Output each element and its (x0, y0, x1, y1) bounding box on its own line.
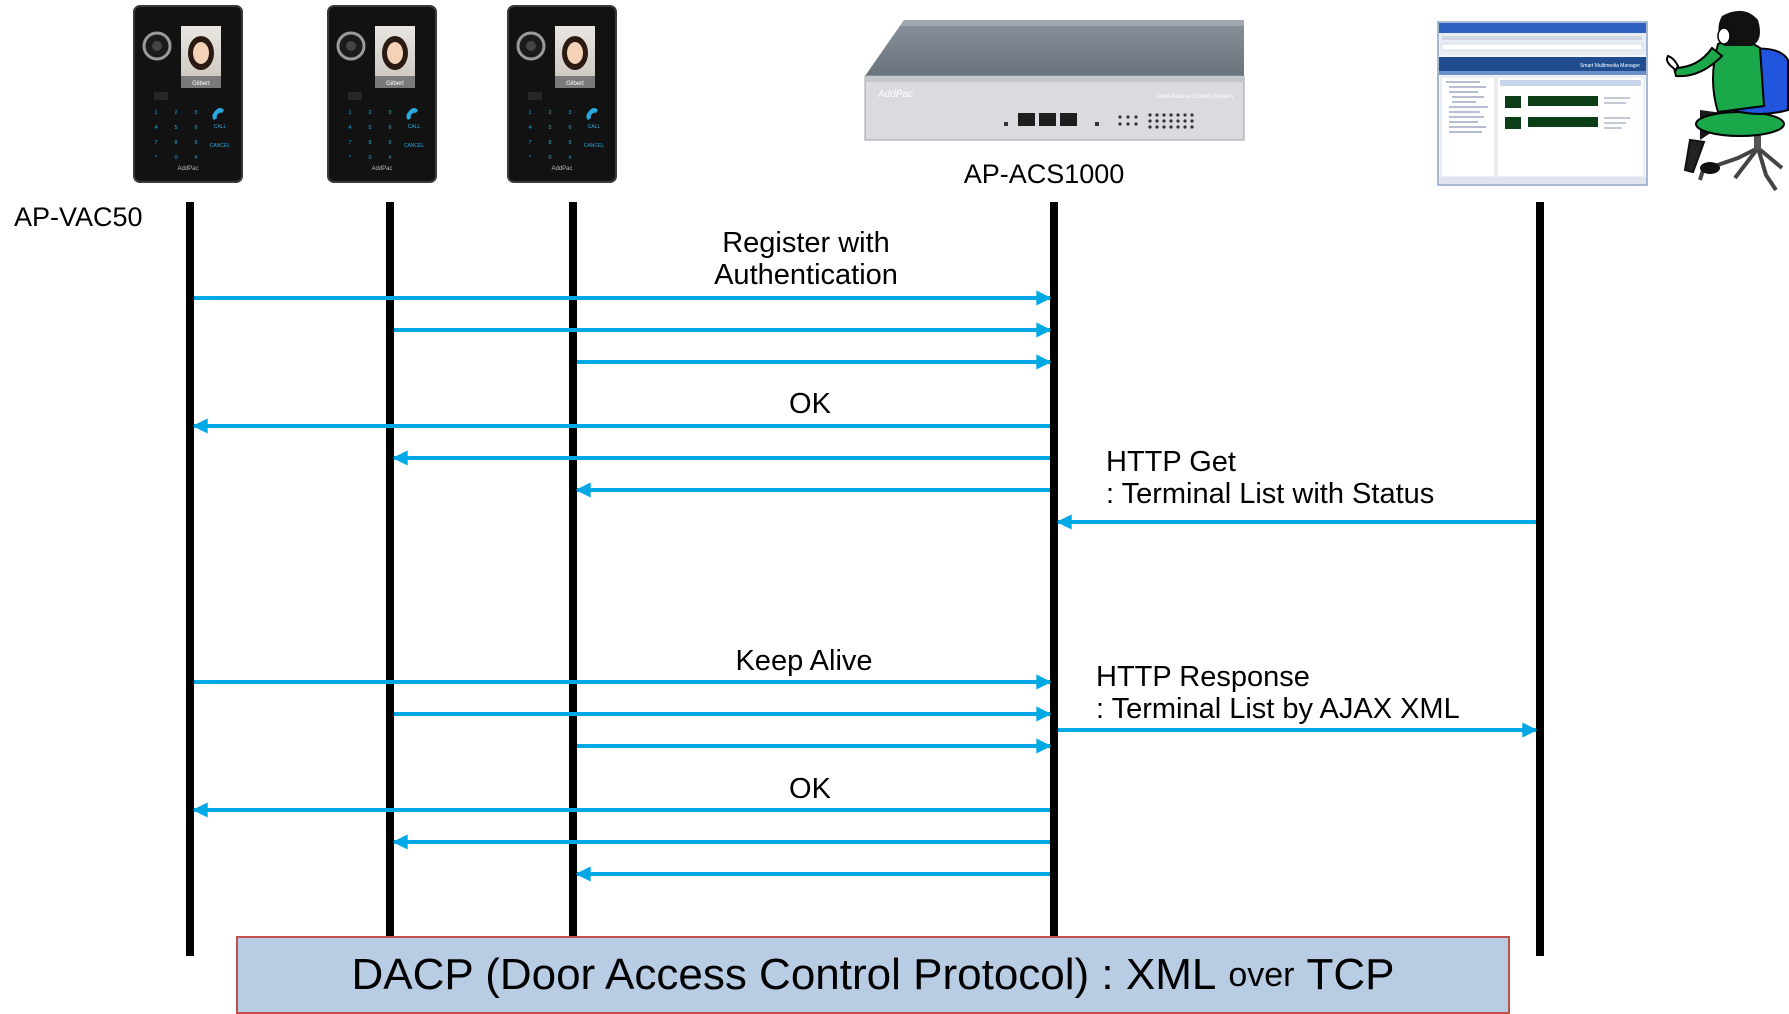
door-terminal-device-3: Gilbert 1 2 3 4 5 6 7 8 9 * 0 # CALL CAN… (507, 5, 617, 183)
operator-jacket (1712, 38, 1766, 114)
svg-text:*: * (529, 155, 532, 161)
banner-text-over: over (1228, 955, 1295, 994)
msg-register-line1: Register with (722, 227, 890, 259)
keypad: 1 2 3 4 5 6 7 8 9 * 0 # (154, 110, 198, 161)
controller-brand: AddPac (877, 89, 913, 100)
keypad: 1 2 3 4 5 6 7 8 9 * 0 # (348, 110, 392, 161)
svg-text:6: 6 (194, 125, 197, 131)
keypad: 1 2 3 4 5 6 7 8 9 * 0 # (528, 110, 572, 161)
svg-text:4: 4 (154, 125, 157, 131)
msg-http-resp-line1: HTTP Response (1096, 661, 1310, 693)
svg-text:2: 2 (368, 110, 371, 116)
msg-ok-2: OK (789, 773, 832, 805)
svg-text:0: 0 (548, 155, 551, 161)
call-label: CALL (588, 124, 601, 130)
terminal-tile-1 (1505, 96, 1521, 108)
ethernet-port-2 (1039, 113, 1056, 126)
window-titlebar (1439, 23, 1646, 33)
svg-text:3: 3 (568, 110, 571, 116)
cancel-label: CANCEL (404, 143, 425, 149)
call-label: CALL (408, 124, 421, 130)
msg-keep-alive: Keep Alive (735, 645, 872, 677)
svg-text:0: 0 (174, 155, 177, 161)
screen-name: Gilbert (386, 81, 404, 87)
controller-front (864, 75, 1245, 141)
phone-icon (406, 108, 418, 120)
brand-logo: AddPac (551, 166, 572, 172)
svg-text:*: * (349, 155, 352, 161)
banner-text-main: DACP (Door Access Control Protocol) : XM… (351, 950, 1217, 999)
door-terminal-device-2: Gilbert 1 2 3 4 5 6 7 8 9 * 0 # CALL CAN… (327, 5, 437, 183)
svg-text:0: 0 (368, 155, 371, 161)
screen-name: Gilbert (566, 81, 584, 87)
chair-seat (1695, 111, 1785, 137)
svg-text:5: 5 (368, 125, 371, 131)
svg-text:6: 6 (568, 125, 571, 131)
status-led-panel (1118, 113, 1194, 129)
msg-http-get-line1: HTTP Get (1106, 446, 1236, 478)
brand-logo: AddPac (177, 166, 198, 172)
svg-text:#: # (568, 155, 572, 161)
management-monitor-screenshot: Smart Multimedia Manager (1437, 21, 1648, 186)
status-bar-2 (1528, 117, 1598, 127)
status-bar-1 (1528, 96, 1598, 106)
svg-text:2: 2 (548, 110, 551, 116)
svg-text:#: # (194, 155, 198, 161)
banner-text-tcp: TCP (1306, 950, 1395, 999)
svg-text:7: 7 (528, 140, 531, 146)
svg-text:#: # (388, 155, 392, 161)
svg-text:5: 5 (548, 125, 551, 131)
brand-logo: AddPac (371, 166, 392, 172)
screen-name: Gilbert (192, 81, 210, 87)
svg-text:8: 8 (174, 140, 177, 146)
svg-text:6: 6 (388, 125, 391, 131)
svg-text:9: 9 (388, 140, 391, 146)
access-controller-device: AddPac Door Access Control System (864, 20, 1245, 141)
svg-text:4: 4 (528, 125, 531, 131)
svg-text:5: 5 (174, 125, 177, 131)
cancel-label: CANCEL (584, 143, 605, 149)
ethernet-port-3 (1060, 113, 1077, 126)
svg-text:3: 3 (388, 110, 391, 116)
svg-text:2: 2 (174, 110, 177, 116)
msg-register-line2: Authentication (714, 259, 898, 291)
terminal-tile-2 (1505, 117, 1521, 129)
svg-text:9: 9 (194, 140, 197, 146)
msg-http-resp-line2: : Terminal List by AJAX XML (1096, 693, 1460, 725)
svg-text:8: 8 (548, 140, 551, 146)
call-label: CALL (214, 124, 227, 130)
protocol-banner: DACP (Door Access Control Protocol) : XM… (236, 936, 1510, 1014)
svg-text:1: 1 (348, 110, 351, 116)
svg-text:1: 1 (154, 110, 157, 116)
svg-text:7: 7 (154, 140, 157, 146)
svg-text:1: 1 (528, 110, 531, 116)
app-header-bar (1439, 57, 1646, 71)
svg-text:*: * (155, 155, 158, 161)
ethernet-port-1 (1018, 113, 1035, 126)
svg-text:9: 9 (568, 140, 571, 146)
svg-text:8: 8 (368, 140, 371, 146)
app-title: Smart Multimedia Manager (1580, 63, 1640, 69)
msg-ok-1: OK (789, 388, 832, 420)
msg-http-get-line2: : Terminal List with Status (1106, 478, 1434, 510)
operator-hand (1666, 54, 1680, 72)
door-terminal-device-1: Gilbert 1 2 3 4 5 6 7 8 9 * 0 # CALL CAN… (133, 5, 243, 183)
cancel-label: CANCEL (210, 143, 231, 149)
label-controller: AP-ACS1000 (964, 159, 1125, 189)
svg-text:7: 7 (348, 140, 351, 146)
label-terminal: AP-VAC50 (14, 202, 143, 232)
svg-text:4: 4 (348, 125, 351, 131)
phone-icon (586, 108, 598, 120)
controller-product-label: Door Access Control System (1157, 94, 1233, 100)
svg-text:3: 3 (194, 110, 197, 116)
controller-top (865, 20, 1244, 76)
operator-person-icon (1666, 10, 1789, 192)
phone-icon (212, 108, 224, 120)
